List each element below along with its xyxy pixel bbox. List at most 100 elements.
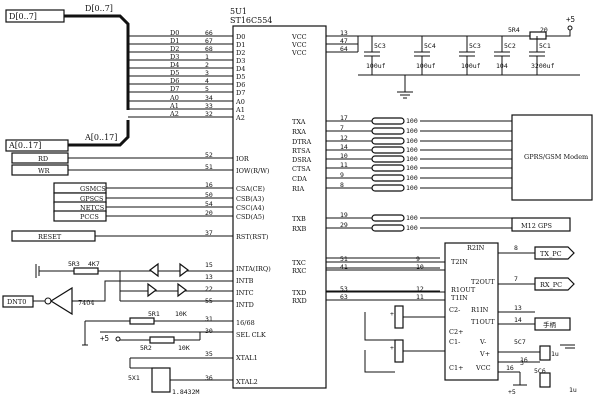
clock-section: 5R1 10K 5R2 10K +5 5X1 1.8432M bbox=[82, 310, 233, 396]
pin-number: 68 bbox=[205, 45, 213, 53]
pin-number: 8 bbox=[340, 181, 344, 189]
max-pin-label: VCC bbox=[475, 364, 491, 372]
vcc-sel: +5 bbox=[100, 334, 109, 343]
net-label: D3 bbox=[170, 53, 179, 61]
r4-val: 20 bbox=[540, 26, 548, 34]
pin-name: D0 bbox=[236, 33, 245, 41]
net-label: D4 bbox=[170, 61, 179, 69]
c6-val: 1u bbox=[569, 386, 577, 394]
pin-name: CSC(A4) bbox=[236, 204, 265, 212]
r1-val: 10K bbox=[175, 310, 187, 318]
cap-ref: 5C2 bbox=[504, 42, 516, 50]
pin-name: SEL CLK bbox=[236, 331, 266, 339]
max-pin-label: C1- bbox=[449, 338, 460, 346]
pin-name: CSD(A5) bbox=[236, 213, 265, 221]
pin-number: 54 bbox=[205, 200, 213, 208]
pin-number: 2 bbox=[205, 61, 209, 69]
level-converter bbox=[444, 242, 499, 381]
pin-name: DSRA bbox=[292, 156, 312, 164]
addr-bus-label: A[0..17] bbox=[8, 141, 41, 150]
pin-name: A1 bbox=[235, 106, 245, 114]
pin-name: INTD bbox=[236, 301, 254, 309]
pin-number: 41 bbox=[340, 263, 348, 271]
max-pin-label: T1OUT bbox=[471, 318, 495, 326]
pin-name: D2 bbox=[236, 49, 245, 57]
pin-name: DTRA bbox=[292, 138, 311, 146]
pin-name: INTB bbox=[236, 277, 254, 285]
r4-ref: 5R4 bbox=[508, 26, 520, 34]
pin-number: 64 bbox=[340, 45, 348, 53]
pin-number: 10 bbox=[340, 152, 348, 160]
data-bus-tap-label: D[0..7] bbox=[85, 4, 113, 13]
inverter-label: 7404 bbox=[78, 299, 95, 307]
pin-number: 22 bbox=[205, 285, 213, 293]
res-value: 100 bbox=[406, 146, 418, 154]
address-bus: A[0..17] A[0..17] bbox=[5, 120, 130, 152]
num-16: 16 bbox=[506, 364, 514, 372]
gps-label: M12 GPS bbox=[521, 222, 552, 230]
net-label: RD bbox=[38, 155, 48, 163]
pin-name: VCC bbox=[291, 41, 307, 49]
cap-value: 100uf bbox=[366, 62, 386, 70]
addr-bus-tap-label: A[0..17] bbox=[84, 133, 117, 142]
pin-name: CSB(A3) bbox=[236, 195, 265, 203]
vcc-top-label: +5 bbox=[566, 15, 575, 24]
max-caps: + + 5C7 1u 5C6 1u 16 3 +5 bbox=[326, 257, 577, 396]
res-value: 100 bbox=[406, 127, 418, 135]
pin-name: XTAL1 bbox=[236, 354, 258, 362]
net-label: D7 bbox=[170, 85, 179, 93]
pin-number: 32 bbox=[205, 110, 213, 118]
svg-text:+: + bbox=[390, 344, 394, 352]
pin-name: D6 bbox=[236, 81, 245, 89]
max-pin-label: V+ bbox=[479, 350, 490, 358]
pin-number: 53 bbox=[340, 285, 348, 293]
pin-number: 51 bbox=[205, 163, 213, 171]
net-label: PCCS bbox=[80, 213, 99, 221]
data-bus-label: D[0..7] bbox=[9, 12, 37, 21]
interrupt-section: 5R3 4K7 DNT0 7404 bbox=[2, 260, 233, 316]
pin-number: 20 bbox=[205, 209, 213, 217]
net-label: D6 bbox=[170, 77, 179, 85]
cap-ref: 5C1 bbox=[539, 42, 551, 50]
max-pin-label: C1+ bbox=[449, 364, 464, 372]
pin-number: 51 bbox=[340, 255, 348, 263]
pin-name: A2 bbox=[235, 114, 245, 122]
pin-number: 36 bbox=[205, 374, 213, 382]
pin-number-2: 10 bbox=[416, 263, 424, 271]
pin-number: 52 bbox=[205, 151, 213, 159]
net-label: RESET bbox=[38, 233, 62, 241]
chip-part: ST16C554 bbox=[230, 16, 272, 25]
pin-name: TXD bbox=[292, 289, 306, 297]
cap-ref: 5C3 bbox=[469, 42, 481, 50]
pin-name: VCC bbox=[291, 33, 307, 41]
pin-number: 66 bbox=[205, 29, 213, 37]
cap-value: 100uf bbox=[461, 62, 481, 70]
net-label: NETCS bbox=[80, 204, 104, 212]
pin-number: 37 bbox=[205, 229, 213, 237]
pin-name: IOR bbox=[236, 155, 250, 163]
num-3: 3 bbox=[520, 359, 524, 367]
